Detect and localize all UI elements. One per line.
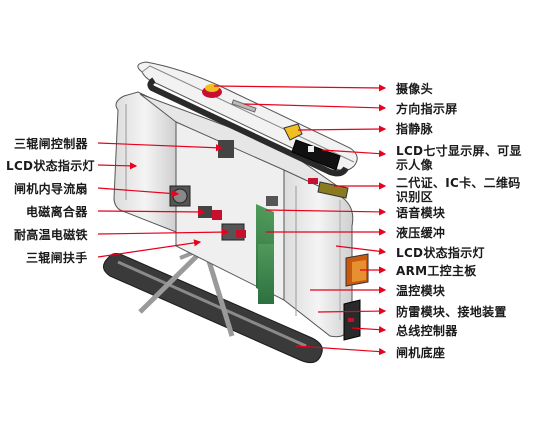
- label-gate-base: 闸机底座: [396, 346, 446, 360]
- label-camera: 摄像头: [396, 82, 433, 96]
- label-hydraulic-buffer: 液压缓冲: [396, 226, 446, 240]
- gate-body: [139, 93, 354, 338]
- label-lightning-protection: 防雷模块、接地装置: [396, 305, 507, 319]
- tripod-controller-box: [218, 140, 234, 158]
- label-voice-module: 语音模块: [396, 206, 446, 220]
- label-tripod-controller: 三辊闸控制器: [14, 137, 88, 151]
- label-lcd-status-right: LCD状态指示灯: [396, 246, 485, 260]
- label-finger-vein: 指静脉: [396, 122, 433, 136]
- hydraulic-board: [258, 244, 274, 304]
- label-id-reader-line1: 二代证、IC卡、二维码: [396, 176, 521, 190]
- gate-base: [103, 253, 323, 364]
- internal-component: [266, 196, 278, 206]
- right-leader-lines: [213, 84, 387, 356]
- arm-board: [345, 253, 369, 287]
- label-bus-controller: 总线控制器: [396, 324, 458, 338]
- label-lcd-7inch-line1: LCD七寸显示屏、可显: [396, 144, 522, 158]
- bus-controller: [343, 299, 361, 341]
- guide-fan: [169, 185, 191, 207]
- label-temp-control: 温控模块: [396, 284, 446, 298]
- label-arm-board: ARM工控主板: [396, 264, 477, 278]
- label-electromagnet: 耐高温电磁铁: [14, 228, 88, 242]
- label-em-clutch: 电磁离合器: [26, 205, 88, 219]
- label-tripod-arm: 三辊闸扶手: [26, 251, 88, 265]
- electromagnet: [221, 223, 246, 241]
- finger-vein-sensor: [283, 123, 303, 141]
- label-lcd-7inch-line2: 示人像: [396, 158, 433, 172]
- label-guide-fan: 闸机内导流扇: [14, 182, 88, 196]
- label-direction-screen: 方向指示屏: [396, 102, 458, 116]
- left-leader-lines: [97, 142, 230, 258]
- label-lcd-status-left: LCD状态指示灯: [6, 159, 95, 173]
- camera-icon: [202, 84, 222, 98]
- label-id-reader-line2: 识别区: [396, 190, 433, 204]
